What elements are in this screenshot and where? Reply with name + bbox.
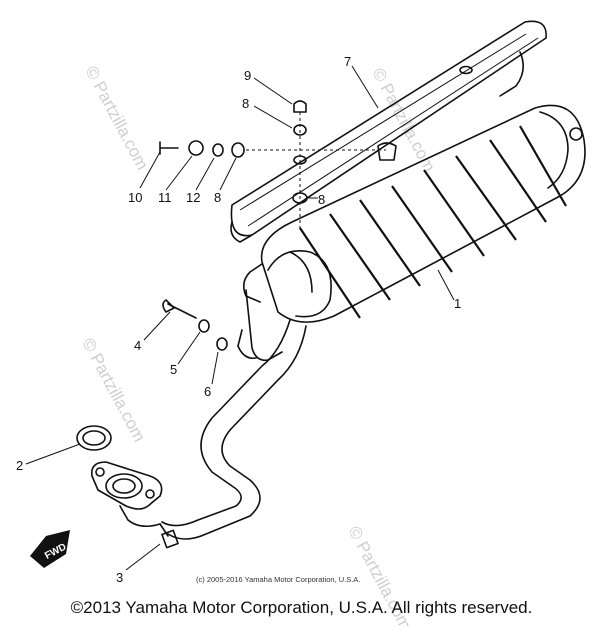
callout-1: 1 xyxy=(454,296,461,311)
callout-11: 11 xyxy=(158,190,172,205)
small-copyright: (c) 2005-2016 Yamaha Motor Corporation, … xyxy=(196,575,360,584)
fwd-marker: FWD xyxy=(30,530,70,568)
callout-12: 12 xyxy=(186,190,200,205)
fastener-set-lower xyxy=(162,299,228,351)
muffler xyxy=(242,104,586,323)
callout-3: 3 xyxy=(116,570,123,585)
fastener-set-top xyxy=(292,100,308,230)
exhaust-flange xyxy=(90,461,163,528)
leader-lines xyxy=(25,65,455,571)
fastener-set-upper xyxy=(159,140,386,158)
callout-9: 9 xyxy=(244,68,251,83)
callout-8a: 8 xyxy=(242,96,249,111)
footer-copyright: ©2013 Yamaha Motor Corporation, U.S.A. A… xyxy=(70,598,533,617)
heat-shield xyxy=(230,20,547,243)
callout-2: 2 xyxy=(16,458,23,473)
bolt-3 xyxy=(159,523,179,549)
exhaust-pipe xyxy=(161,289,307,540)
callout-10: 10 xyxy=(128,190,142,205)
callout-8b: 8 xyxy=(214,190,221,205)
callout-7: 7 xyxy=(344,54,351,69)
watermarks: © Partzilla.com © Partzilla.com © Partzi… xyxy=(78,63,439,626)
callout-5: 5 xyxy=(170,362,177,377)
gasket xyxy=(76,425,112,451)
callouts: 9 7 8 10 11 12 8 8 1 4 5 6 2 3 xyxy=(16,54,461,585)
callout-6: 6 xyxy=(204,384,211,399)
callout-4: 4 xyxy=(134,338,141,353)
callout-8c: 8 xyxy=(318,192,325,207)
watermark-top-left: © Partzilla.com xyxy=(81,63,152,173)
